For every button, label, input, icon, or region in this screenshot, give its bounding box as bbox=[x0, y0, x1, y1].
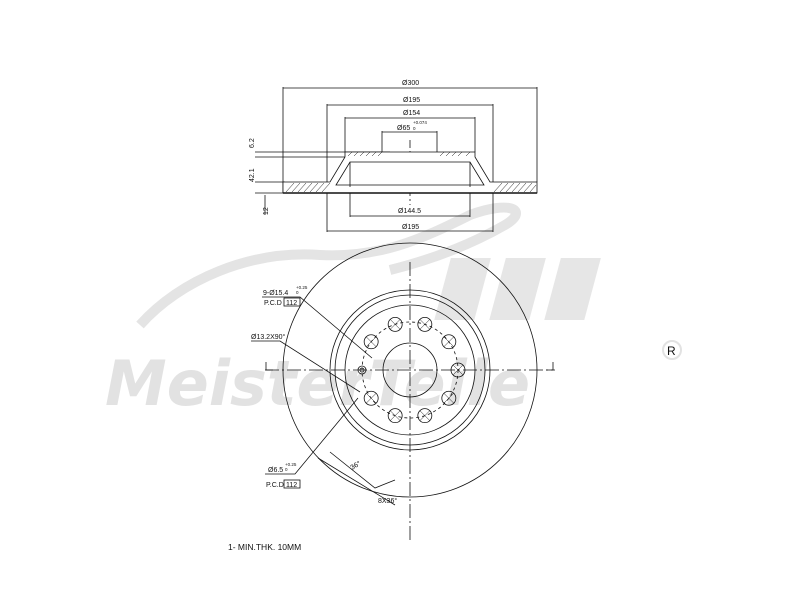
dim-thickness: 12 bbox=[263, 207, 270, 215]
dim-hat-thickness: 6.2 bbox=[249, 138, 256, 148]
watermark: MeisterTeile R bbox=[105, 202, 682, 420]
label-bolt-tol-lower: 0 bbox=[296, 290, 299, 295]
label-pcd: P.C.D bbox=[264, 300, 282, 307]
dim-friction-inner: Ø195 bbox=[403, 97, 420, 104]
dim-hat-inner: Ø144.5 bbox=[398, 208, 421, 215]
label-pin-tol-lower: 0 bbox=[285, 467, 288, 472]
section-view bbox=[255, 87, 538, 232]
label-pcd2-value: 112 bbox=[286, 482, 297, 489]
dim-hat: Ø154 bbox=[403, 110, 420, 117]
dim-bottom: Ø195 bbox=[402, 224, 419, 231]
bolt-hole bbox=[417, 316, 433, 332]
watermark-text: MeisterTeile bbox=[105, 347, 530, 420]
label-chamfer: Ø13.2X90° bbox=[251, 333, 286, 341]
bolt-hole bbox=[441, 390, 457, 406]
bolt-hole bbox=[441, 334, 457, 350]
note-min-thickness: 1- MIN.THK. 10MM bbox=[228, 542, 301, 552]
pin-hole bbox=[357, 365, 367, 375]
label-pin-tol-upper: +0.25 bbox=[285, 462, 297, 467]
label-pin-hole: Ø6.5 bbox=[268, 467, 283, 474]
dim-bore-tol-lower: 0 bbox=[413, 126, 416, 131]
label-pcd-value: 112 bbox=[286, 300, 297, 307]
label-hole-angle: 36° bbox=[349, 459, 362, 471]
bolt-hole bbox=[363, 390, 379, 406]
dim-bore-tol-upper: +0.074 bbox=[413, 120, 427, 125]
label-bolt-tol-upper: +0.25 bbox=[296, 285, 308, 290]
bolt-hole bbox=[450, 362, 466, 378]
section-dimensions: Ø300 Ø195 Ø154 Ø65 +0.074 0 Ø144.5 Ø195 … bbox=[249, 80, 427, 231]
bolt-hole bbox=[363, 334, 379, 350]
dim-center-bore: Ø65 bbox=[397, 125, 410, 132]
label-pattern-angle: 8X36° bbox=[378, 497, 397, 505]
dim-height: 42.1 bbox=[249, 168, 256, 182]
front-view bbox=[251, 242, 555, 540]
registered-mark: R bbox=[667, 344, 676, 358]
label-bolt-holes: 9-Ø15.4 bbox=[263, 290, 288, 297]
dim-outer: Ø300 bbox=[402, 80, 419, 87]
bolt-hole bbox=[387, 316, 403, 332]
bolt-hole bbox=[417, 408, 433, 424]
bolt-hole bbox=[387, 408, 403, 424]
label-pcd2: P.C.D bbox=[266, 482, 284, 489]
